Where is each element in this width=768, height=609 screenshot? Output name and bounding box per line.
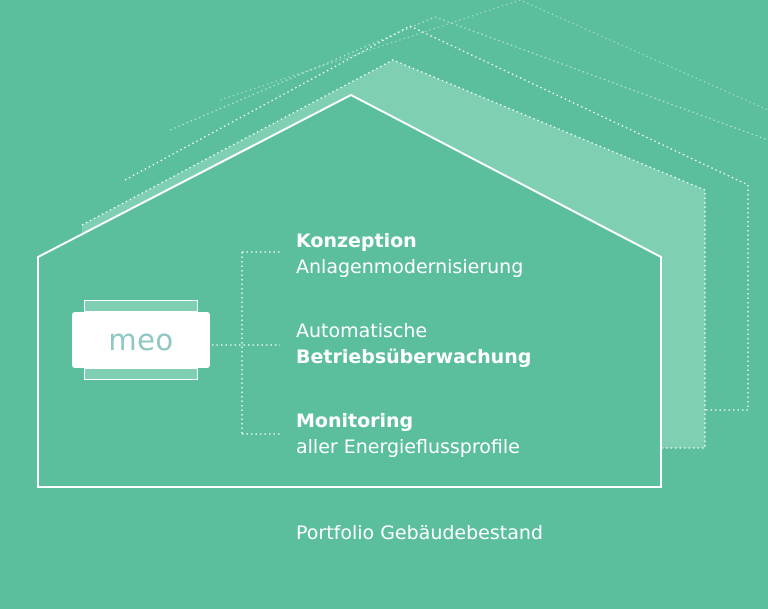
feature-title: Konzeption bbox=[296, 230, 417, 252]
feature-konzeption: Konzeption Anlagenmodernisierung bbox=[296, 228, 523, 280]
meo-device: meo bbox=[72, 300, 210, 380]
feature-subtitle: Automatische bbox=[296, 320, 428, 342]
feature-title: Betriebsüberwachung bbox=[296, 346, 532, 368]
device-body: meo bbox=[72, 312, 210, 368]
feature-monitoring: Monitoring aller Energieflussprofile bbox=[296, 408, 520, 460]
feature-subtitle: Anlagenmodernisierung bbox=[296, 256, 524, 278]
connector-lines bbox=[212, 251, 280, 435]
device-rail-bottom bbox=[84, 368, 198, 380]
feature-title: Monitoring bbox=[296, 410, 414, 432]
feature-betriebsueberwachung: Automatische Betriebsüberwachung bbox=[296, 318, 531, 370]
house-outline-back-3 bbox=[219, 0, 768, 111]
house-outline-back-1 bbox=[124, 25, 749, 411]
feature-subtitle: aller Energieflussprofile bbox=[296, 436, 520, 458]
meo-logo: meo bbox=[108, 322, 174, 357]
house-outline-back-2 bbox=[169, 16, 768, 141]
house-outline-filled-dotted bbox=[81, 59, 706, 449]
house-front bbox=[37, 93, 662, 488]
device-rail-top bbox=[84, 300, 198, 312]
portfolio-caption: Portfolio Gebäudebestand bbox=[296, 522, 543, 544]
